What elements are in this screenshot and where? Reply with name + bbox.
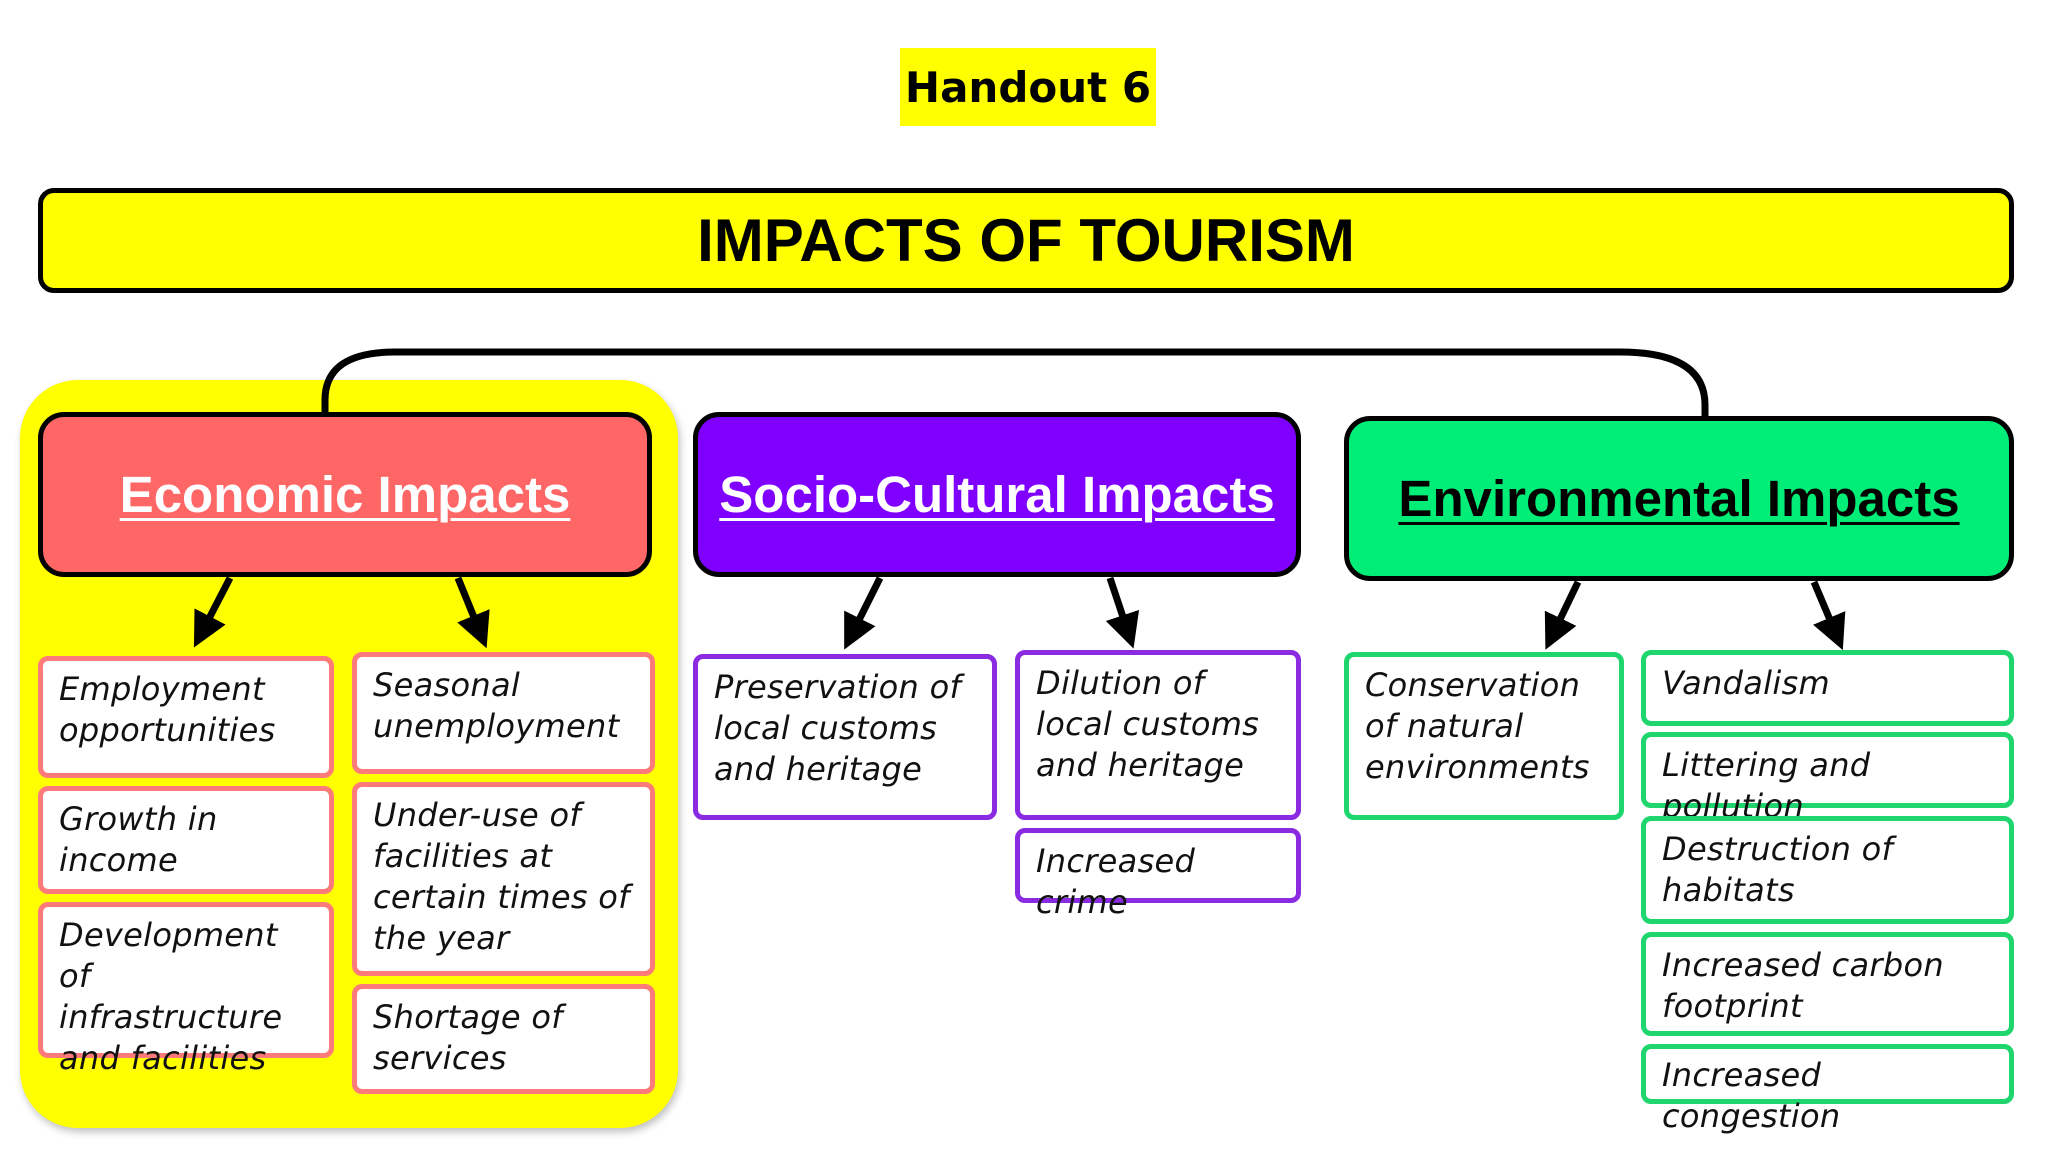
environmental-item: Destruction of habitats (1641, 816, 2014, 924)
top-bracket-line (321, 348, 1709, 420)
economic-item: Seasonal unemployment (352, 652, 655, 774)
economic-impacts-label: Economic Impacts (119, 466, 571, 523)
environmental-impacts-header: Environmental Impacts (1344, 416, 2014, 581)
environmental-item: Conservation of natural environments (1344, 652, 1624, 820)
socio-cultural-impacts-header: Socio-Cultural Impacts (693, 412, 1301, 577)
socio-cultural-impacts-label: Socio-Cultural Impacts (719, 466, 1275, 523)
economic-item: Growth in income (38, 786, 334, 894)
title-banner: IMPACTS OF TOURISM (38, 188, 2014, 293)
environmental-item: Littering and pollution (1641, 732, 2014, 825)
arrow-environmental-left (1544, 580, 1582, 650)
environmental-impacts-label: Environmental Impacts (1398, 470, 1960, 527)
diagram-title: IMPACTS OF TOURISM (697, 207, 1355, 274)
arrow-economic-right (454, 576, 490, 649)
socio-cultural-item: Preservation of local customs and herita… (693, 654, 997, 820)
economic-item: Employment opportunities (38, 656, 334, 778)
socio-cultural-item: Increased crime (1015, 828, 1301, 921)
environmental-item: Increased congestion (1641, 1044, 2014, 1135)
economic-item: Development of infrastructure and facili… (38, 902, 334, 1077)
economic-item: Under-use of facilities at certain times… (352, 782, 655, 976)
environmental-item: Increased carbon footprint (1641, 932, 2014, 1036)
arrow-socio-left (844, 576, 884, 650)
economic-impacts-header: Economic Impacts (38, 412, 652, 577)
arrow-economic-left (193, 576, 234, 648)
socio-cultural-item: Dilution of local customs and heritage (1015, 650, 1301, 820)
arrow-environmental-right (1810, 580, 1846, 651)
environmental-item: Vandalism (1641, 650, 2014, 726)
handout-label: Handout 6 (900, 48, 1156, 126)
economic-item: Shortage of services (352, 984, 655, 1094)
arrow-socio-right (1105, 576, 1140, 649)
